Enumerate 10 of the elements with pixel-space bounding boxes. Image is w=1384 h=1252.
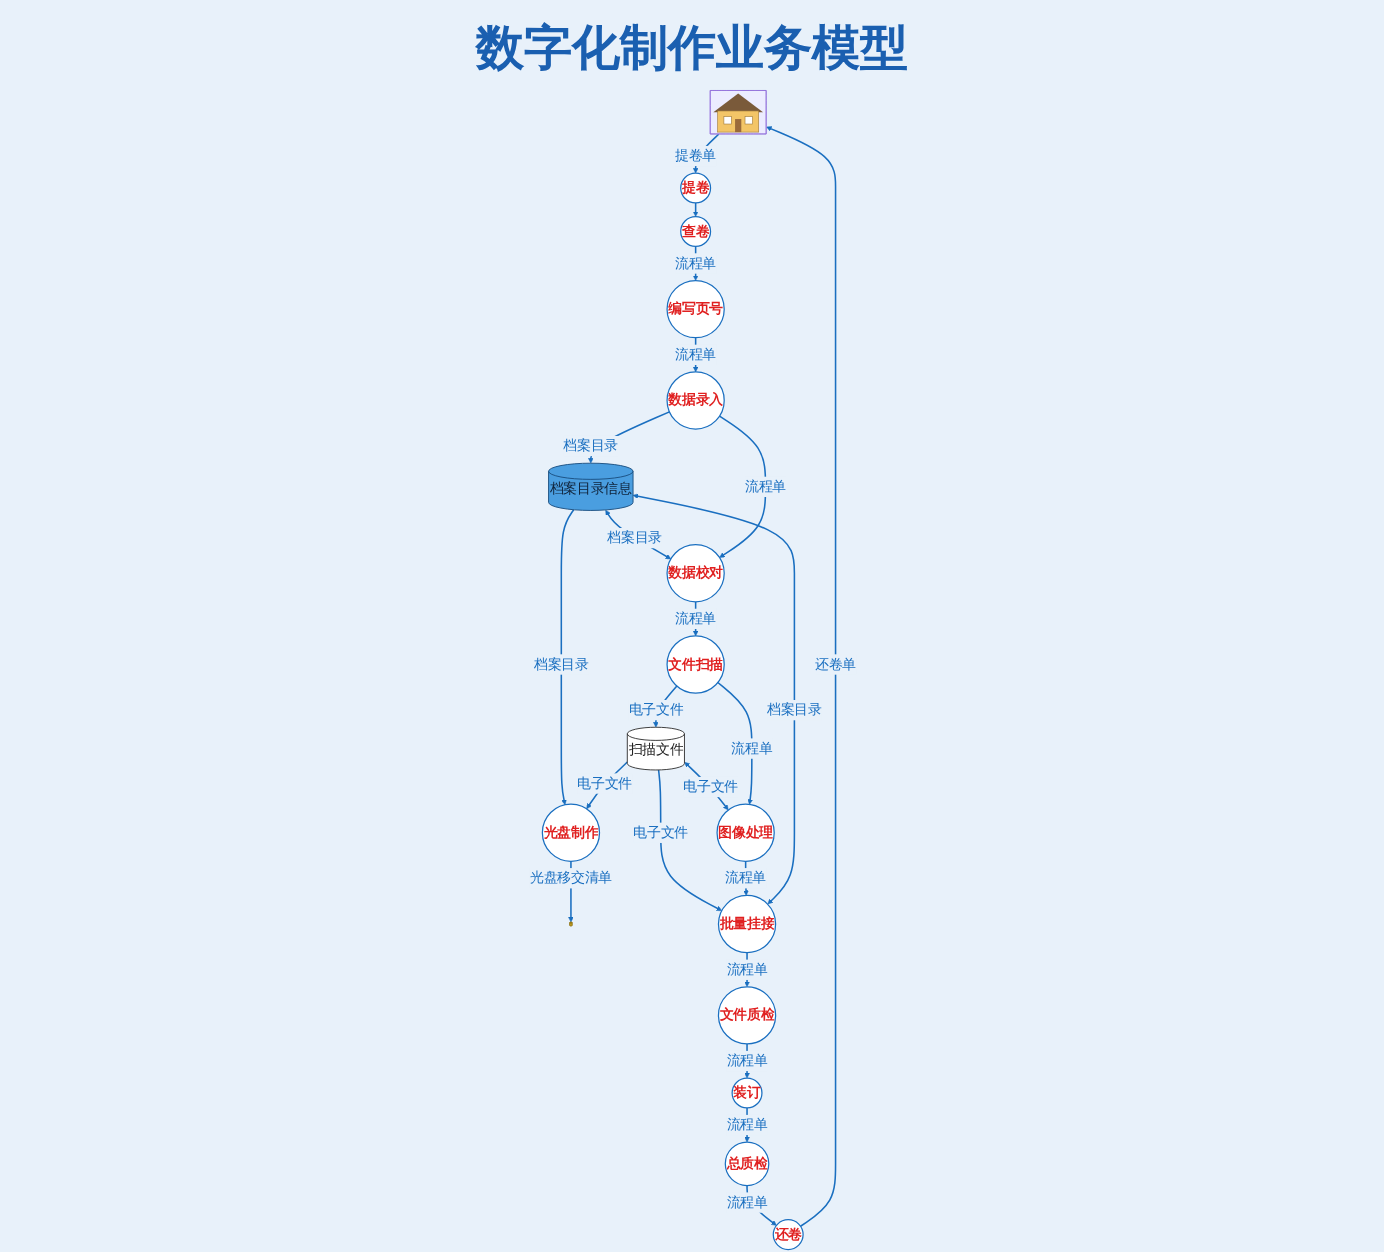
node-cylinder — [568, 921, 572, 927]
arrow — [559, 508, 574, 805]
arrow — [604, 509, 671, 560]
diagram-title: 数字化制作业务模型 — [476, 18, 908, 80]
arrow — [765, 126, 836, 1228]
arrow — [691, 202, 698, 217]
arrow — [717, 415, 766, 558]
arrow — [631, 493, 795, 905]
arrow — [716, 681, 752, 805]
arrow — [656, 769, 722, 911]
